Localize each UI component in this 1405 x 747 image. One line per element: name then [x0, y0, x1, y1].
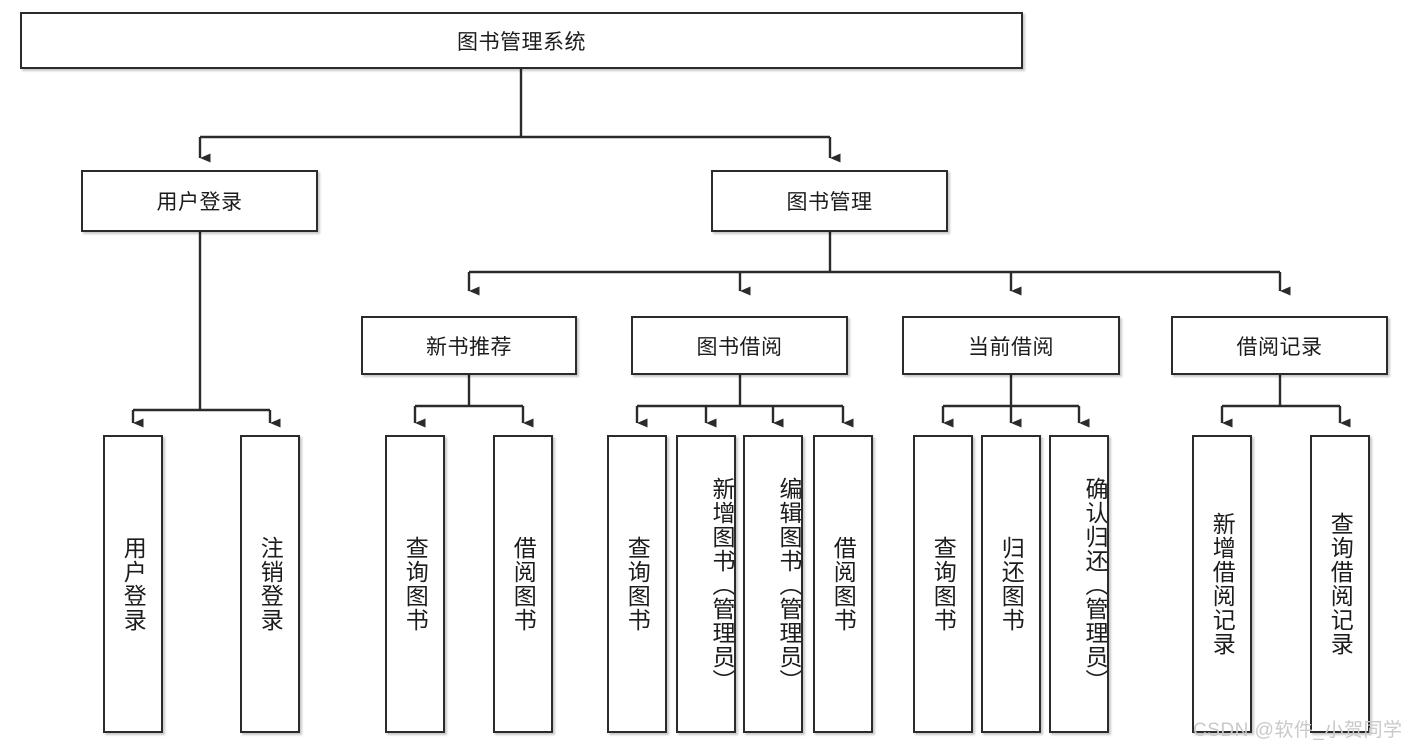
node-label: 新增借阅记录: [1209, 512, 1236, 656]
leaf-query-book-current[interactable]: 查询图书: [913, 435, 973, 733]
node-label: 图书管理系统: [457, 30, 586, 54]
node-book-management[interactable]: 图书管理: [711, 170, 948, 232]
node-new-book-recommend[interactable]: 新书推荐: [361, 316, 577, 375]
leaf-query-book-borrow[interactable]: 查询图书: [607, 435, 667, 733]
leaf-user-login[interactable]: 用户登录: [103, 435, 163, 733]
node-label: 借阅图书: [830, 536, 857, 632]
node-label: 当前借阅: [968, 335, 1054, 359]
node-label: 确认归还（管理员）: [1082, 477, 1107, 693]
node-label: 借阅图书: [510, 536, 537, 632]
node-label: 用户登录: [156, 191, 243, 214]
leaf-edit-book-admin[interactable]: 编辑图书（管理员）: [743, 435, 803, 733]
node-label: 用户登录: [120, 536, 147, 632]
node-current-borrow[interactable]: 当前借阅: [902, 316, 1120, 375]
node-label: 图书借阅: [696, 335, 783, 359]
node-book-management-system[interactable]: 图书管理系统: [20, 12, 1023, 69]
node-label: 编辑图书（管理员）: [776, 477, 801, 693]
node-borrow-record[interactable]: 借阅记录: [1171, 316, 1388, 375]
leaf-borrow-book[interactable]: 借阅图书: [813, 435, 873, 733]
leaf-logout[interactable]: 注销登录: [240, 435, 300, 733]
leaf-confirm-return-admin[interactable]: 确认归还（管理员）: [1049, 435, 1109, 733]
node-label: 图书管理: [786, 191, 873, 214]
leaf-add-borrow-record[interactable]: 新增借阅记录: [1192, 435, 1252, 733]
leaf-return-book[interactable]: 归还图书: [981, 435, 1041, 733]
leaf-query-borrow-record[interactable]: 查询借阅记录: [1310, 435, 1370, 733]
node-label: 借阅记录: [1236, 335, 1323, 359]
node-label: 查询图书: [930, 536, 957, 632]
node-user-login[interactable]: 用户登录: [81, 170, 318, 232]
leaf-borrow-book-newbook[interactable]: 借阅图书: [493, 435, 553, 733]
node-book-borrow[interactable]: 图书借阅: [631, 316, 848, 375]
node-label: 查询借阅记录: [1327, 512, 1354, 656]
leaf-query-book-newbook[interactable]: 查询图书: [385, 435, 445, 733]
node-label: 查询图书: [624, 536, 651, 632]
node-label: 新增图书（管理员）: [709, 477, 734, 693]
node-label: 查询图书: [402, 536, 429, 632]
leaf-add-book-admin[interactable]: 新增图书（管理员）: [676, 435, 736, 733]
node-label: 新书推荐: [426, 335, 512, 359]
node-label: 归还图书: [998, 536, 1025, 632]
node-label: 注销登录: [257, 536, 284, 632]
